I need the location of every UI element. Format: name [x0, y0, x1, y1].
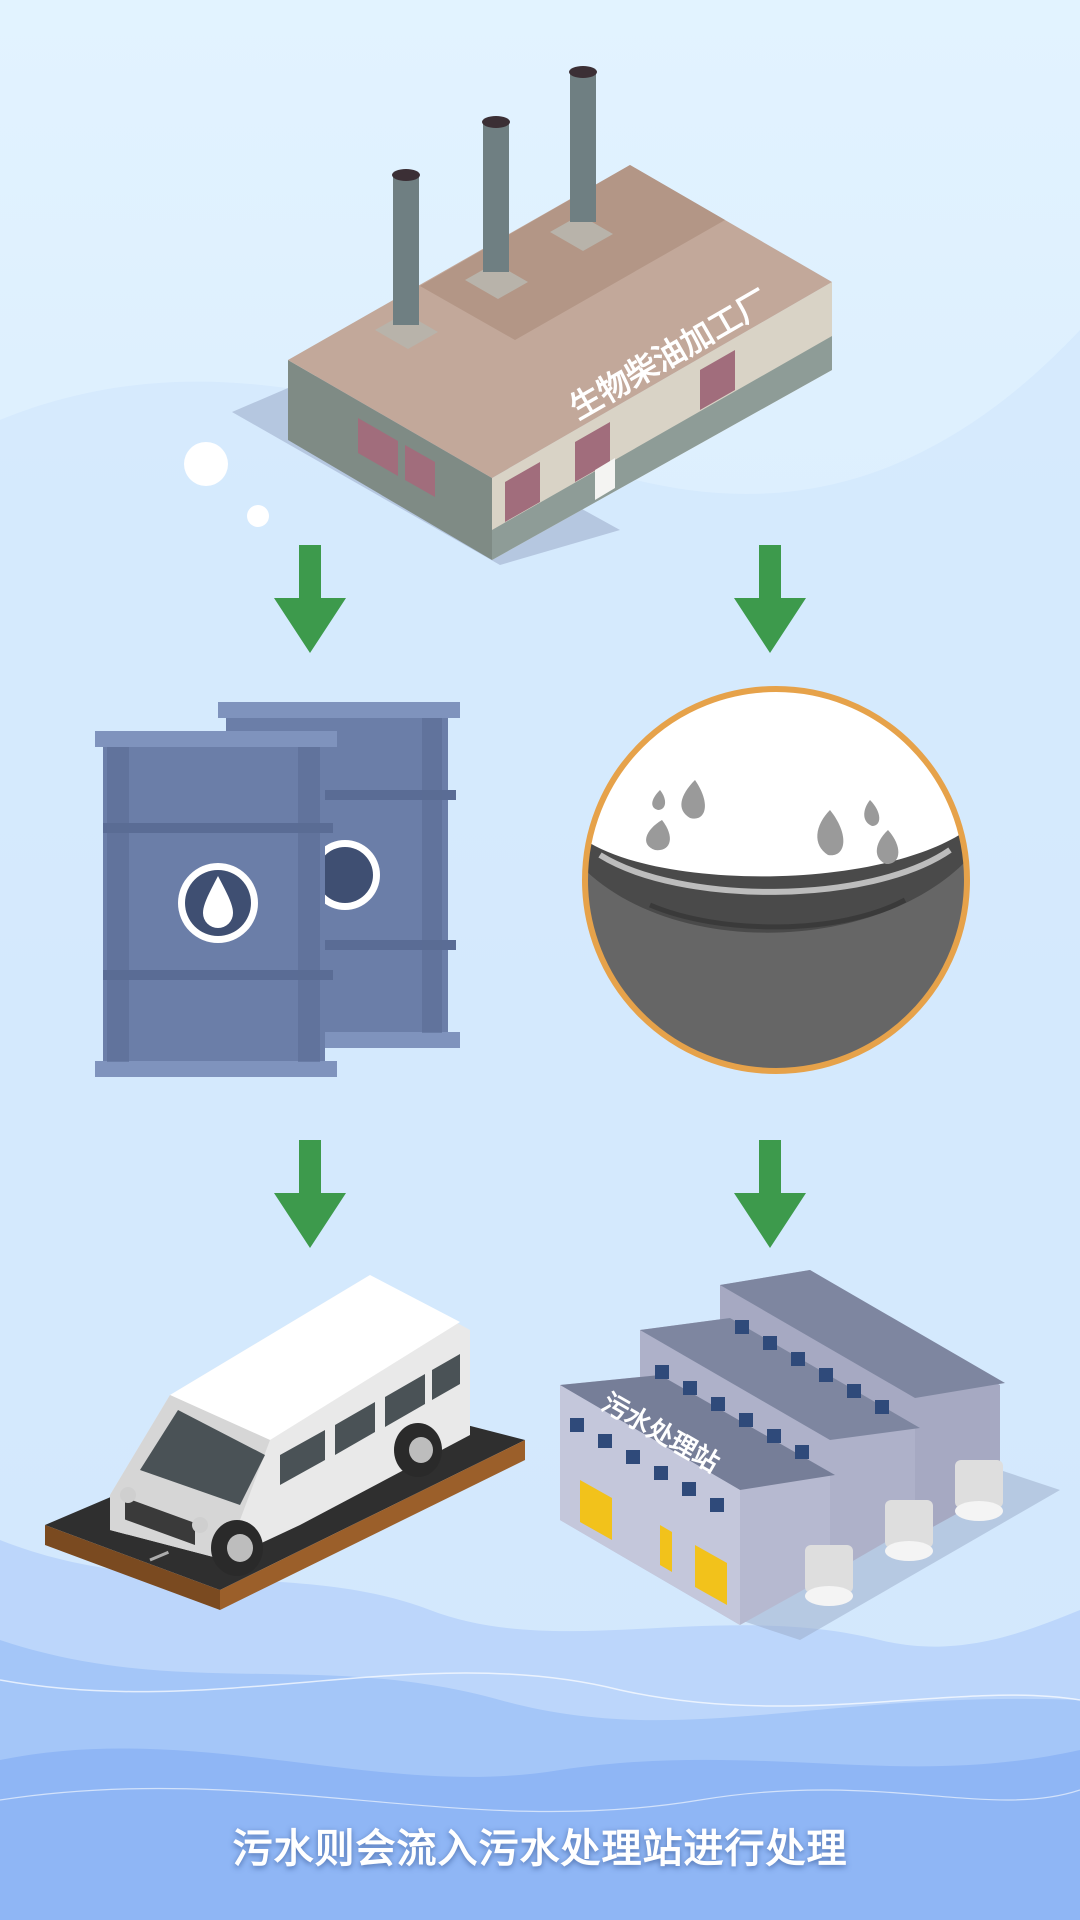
bottom-waves: [0, 1540, 1080, 1920]
van-icon: [45, 1275, 525, 1610]
factory-roof: [288, 165, 832, 478]
oil-barrel-icon: [95, 731, 337, 1077]
factory-door: [595, 458, 615, 500]
treatment-station-icon: 污水处理站: [560, 1270, 1060, 1640]
arrow-down-icon: [734, 545, 806, 653]
sewage-circle-icon: [582, 686, 970, 1074]
caption-text: 污水则会流入污水处理站进行处理: [232, 1826, 848, 1872]
oil-barrels: [95, 702, 460, 1077]
van-wheels: [211, 1423, 442, 1576]
station-roof: [560, 1375, 835, 1490]
flow-arrows: [274, 545, 806, 1248]
station-doors: [580, 1480, 727, 1605]
oil-drop-icon: [203, 876, 233, 928]
bubble-dot-large: [184, 442, 228, 486]
bubble-dot-small: [247, 505, 269, 527]
arrow-down-icon: [274, 545, 346, 653]
station-pipes: [805, 1460, 1003, 1606]
biodiesel-factory: 生物柴油加工厂: [232, 66, 832, 565]
van-windshield: [140, 1410, 265, 1505]
sewage-droplets: [646, 780, 899, 865]
arrow-down-icon: [734, 1140, 806, 1248]
arrow-down-icon: [274, 1140, 346, 1248]
factory-chimneys: [375, 66, 613, 349]
van-grille: [125, 1497, 195, 1545]
factory-windows: [358, 350, 735, 522]
van-roof: [170, 1275, 460, 1440]
station-windows: [570, 1320, 889, 1512]
van-windows: [280, 1354, 460, 1485]
